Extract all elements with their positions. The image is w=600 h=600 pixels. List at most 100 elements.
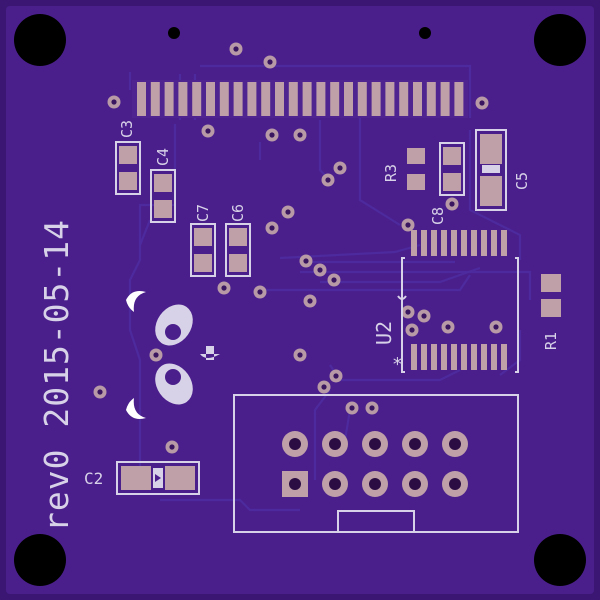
ic-u2-pins (411, 230, 507, 370)
capacitor-c6 (225, 223, 251, 277)
header-pad-drill (289, 478, 301, 490)
via-drill (421, 313, 427, 319)
edge-pin (261, 82, 271, 116)
capacitor-c4 (150, 169, 176, 223)
label-u2: U2 (372, 321, 396, 345)
ic-pin (451, 344, 457, 370)
capacitor-c7 (190, 223, 216, 277)
edge-pin (233, 82, 243, 116)
via-drill (297, 352, 303, 358)
label-r3: R3 (382, 164, 400, 182)
header-pad-drill (289, 438, 301, 450)
edge-pin (150, 82, 160, 116)
ic-pin (491, 230, 497, 256)
edge-pin (219, 82, 229, 116)
ic-pin (471, 344, 477, 370)
via-drill (369, 405, 375, 411)
via-drill (317, 267, 323, 273)
pin-header-pads (282, 431, 468, 497)
capacitor-c8 (439, 142, 465, 196)
header-pad-drill (409, 478, 421, 490)
edge-pin (426, 82, 436, 116)
edge-pin (206, 82, 215, 116)
via-drill (405, 222, 411, 228)
ic-pin (481, 344, 487, 370)
ic-pin (481, 230, 487, 256)
via-drill (111, 99, 117, 105)
ic-pin (501, 230, 507, 256)
ic-pin (421, 230, 427, 256)
via-drill (269, 225, 275, 231)
via-drill (479, 100, 485, 106)
via-drill (409, 327, 415, 333)
pin-header (233, 394, 519, 533)
via-drill (449, 201, 455, 207)
via-drill (153, 352, 159, 358)
mounting-hole-icon (534, 14, 586, 66)
ic-pin (441, 344, 447, 370)
via-drill (337, 165, 343, 171)
ic-pin (431, 230, 437, 256)
via-drill (285, 209, 291, 215)
edge-pin (385, 82, 395, 116)
via-drill (445, 324, 451, 330)
edge-pin (440, 82, 450, 116)
via-drill (297, 132, 303, 138)
label-c5: C5 (513, 172, 531, 190)
edge-pin (330, 82, 340, 116)
via-drill (267, 59, 273, 65)
via-drill (321, 384, 327, 390)
via-drill (269, 132, 275, 138)
header-pad-drill (369, 438, 381, 450)
via-drill (221, 285, 227, 291)
edge-pin (302, 82, 312, 116)
ic-pin (441, 230, 447, 256)
edge-pin (371, 82, 381, 116)
ic-pin (471, 230, 477, 256)
label-c6: C6 (229, 204, 247, 222)
header-pad-drill (409, 438, 421, 450)
capacitor-c2 (116, 461, 200, 495)
drill-hole (168, 27, 180, 39)
ic-pin (491, 344, 497, 370)
edge-pin (344, 82, 353, 116)
header-pad-drill (369, 478, 381, 490)
via-drill (205, 128, 211, 134)
header-pad-drill (329, 478, 341, 490)
vias (93, 42, 503, 454)
edge-pin (454, 82, 464, 116)
edge-connector-pins (137, 82, 464, 116)
label-c2: C2 (84, 469, 103, 488)
label-c3: C3 (118, 120, 136, 138)
via-drill (325, 177, 331, 183)
ic-pin (431, 344, 437, 370)
via-drill (349, 405, 355, 411)
u2-pin1-marker: * (392, 354, 403, 375)
ic-pin (461, 344, 467, 370)
mounting-hole-icon (534, 534, 586, 586)
via-drill (257, 289, 263, 295)
via-drill (331, 277, 337, 283)
mounting-hole-icon (14, 14, 66, 66)
ic-pin (411, 344, 417, 370)
edge-pin (316, 82, 326, 116)
via-drill (307, 298, 313, 304)
via-drill (405, 309, 411, 315)
edge-pin (357, 82, 367, 116)
header-pad-drill (449, 438, 461, 450)
edge-pin (275, 82, 284, 116)
resistor-r1 (541, 274, 561, 317)
mounting-hole-icon (14, 534, 66, 586)
via-drill (303, 258, 309, 264)
header-pad-drill (449, 478, 461, 490)
edge-connector (132, 80, 468, 118)
edge-pin (178, 82, 188, 116)
via-drill (333, 373, 339, 379)
via-drill (233, 46, 239, 52)
revision-label: rev0 2015-05-14 (37, 219, 76, 532)
ic-pin (501, 344, 507, 370)
ic-pin (411, 230, 417, 256)
ic-pin (451, 230, 457, 256)
capacitor-c3 (115, 141, 141, 195)
